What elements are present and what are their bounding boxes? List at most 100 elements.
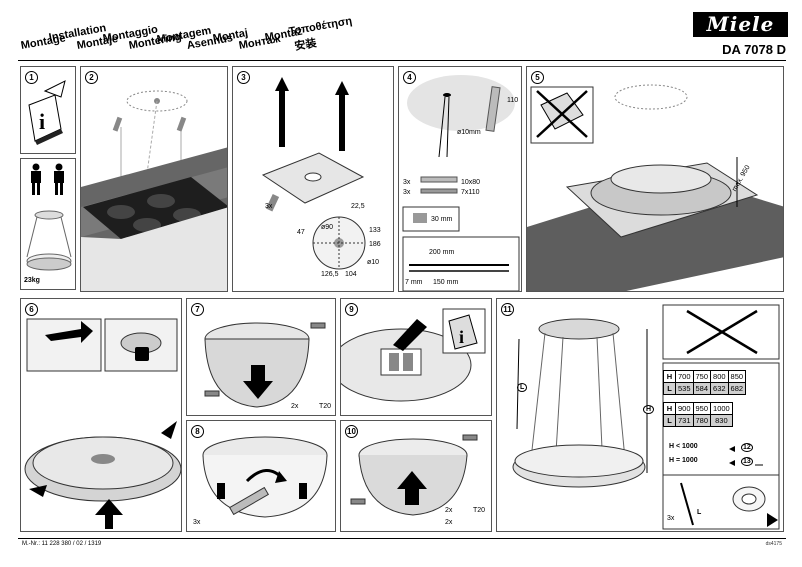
cut-length-label: L [697,509,702,516]
step-panel-11: 11 L H H < 1000 12 H = 1000 13 3x L [496,298,784,532]
step-number: 2 [85,71,98,84]
dimension-104: 104 [345,271,357,278]
height-length-table-2: H 900 950 1000 L 731 780 830 [663,402,733,427]
step-number: 9 [345,303,358,316]
remove-cover-illustration [204,322,326,408]
manual-illustration: i [28,80,66,145]
two-persons-icon [26,163,72,271]
drill-diameter-label: ø10mm [457,129,481,136]
height-marker: H [643,405,655,414]
language-label-el: Τοποθέτηση [287,15,353,38]
table-row: L 731 780 830 [663,414,733,427]
screws-qty: 2x [291,403,299,410]
rule-equal: H = 1000 [669,457,698,464]
step-number: 1 [25,71,38,84]
dimension-10: ø10 [367,259,380,266]
step-panel-4: 4 110 ø10mm 3x 10x80 3x 7x110 30 mm 200 … [398,66,522,292]
goto-step-12: 12 [741,443,753,452]
electrical-connection-illustration: i [341,308,486,402]
step-number: 5 [531,71,544,84]
weight-label: 23kg [24,277,40,284]
table-cell: 830 [710,414,733,427]
footer-divider [18,538,786,539]
table-header: H [663,402,676,415]
cable-strip-a: 7 mm [405,279,423,286]
drilling-illustration [402,75,520,291]
table-header: L [663,414,676,427]
step-panel-9: 9 i [340,298,492,416]
dimension-133: 133 [369,227,381,234]
step-panel-10: 10 2x T20 2x [340,420,492,532]
brand-logo: Miele [693,12,788,37]
dimension-126-5: 126,5 [321,271,339,278]
torx-size: T20 [473,507,486,514]
screws-qty: 3x [265,203,273,210]
cable-strip-b: 150 mm [433,279,459,286]
table-cell: 1000 [710,402,733,415]
info-glyph: i [459,327,464,347]
header-divider [18,60,786,61]
cable-total-length: 200 mm [429,249,455,256]
torx-size: T20 [319,403,332,410]
step-number: 7 [191,303,204,316]
length-marker: L [517,383,528,392]
step-number: 8 [191,425,204,438]
table-cell: 731 [675,414,694,427]
table-cell: 750 [692,370,712,383]
model-number: DA 7078 D [722,42,786,57]
step-panel-1: 1 i [20,66,76,154]
step-panel-2: 2 [80,66,228,292]
cut-qty: 3x [667,515,675,522]
step-number: 4 [403,71,416,84]
unpack-lamp-illustration [24,318,181,529]
svg-text:i: i [39,109,45,134]
table-row: L 535 584 632 682 [663,382,747,395]
language-label-zh: 安装 [293,37,318,54]
step-panel-1b: 23kg [20,158,76,290]
table-header: H [663,370,676,383]
table-cell: 850 [727,370,747,383]
mount-bracket-illustration [202,436,328,518]
dimension-90: ø90 [321,224,334,231]
rule-less-than: H < 1000 [669,443,698,450]
dimension-186: 186 [369,241,381,248]
document-number: M.-Nr.: 11 228 380 / 02 / 1319 [22,541,102,547]
step-panel-8: 8 3x [186,420,336,532]
step-panel-6: 6 [20,298,182,532]
height-adjustment-illustration [512,304,780,530]
step-number: 6 [25,303,38,316]
caps-qty: 2x [445,519,453,526]
screws-qty: 3x [193,519,201,526]
cooktop-positioning-illustration [81,90,227,291]
dimension-47: 47 [297,229,305,236]
table-row: H 900 950 1000 [663,402,733,415]
ceiling-template-illustration [261,77,366,270]
plug-qty: 3x [403,179,411,186]
table-cell: 632 [710,382,729,395]
attach-cover-illustration [350,434,478,516]
step-number: 10 [345,425,358,438]
table-cell: 682 [727,382,747,395]
table-cell: 800 [710,370,729,383]
step-panel-7: 7 2x T20 [186,298,336,416]
table-cell: 700 [675,370,694,383]
step-panel-5: 5 max. 950 [526,66,784,292]
depth-label: 110 [507,97,519,104]
clamp-size: 30 mm [431,216,453,223]
plug-size: 10x80 [461,179,481,186]
step-number: 3 [237,71,250,84]
table-cell: 780 [692,414,712,427]
hood-on-cooktop-illustration [527,84,783,291]
table-cell: 535 [675,382,694,395]
screw-size: 7x110 [461,189,480,196]
table-cell: 900 [675,402,694,415]
dimension-22-5: 22,5 [351,203,365,210]
table-header: L [663,382,676,395]
next-page-arrow-icon[interactable] [767,513,778,527]
step-number: 11 [501,303,514,316]
screws-qty: 2x [445,507,453,514]
table-row: H 700 750 800 850 [663,370,747,383]
step-panel-3: 3 3x 22,5 47 ø90 133 186 ø10 126,5 104 [232,66,394,292]
table-cell: 584 [692,382,712,395]
height-length-table-1: H 700 750 800 850 L 535 584 632 682 [663,370,747,395]
